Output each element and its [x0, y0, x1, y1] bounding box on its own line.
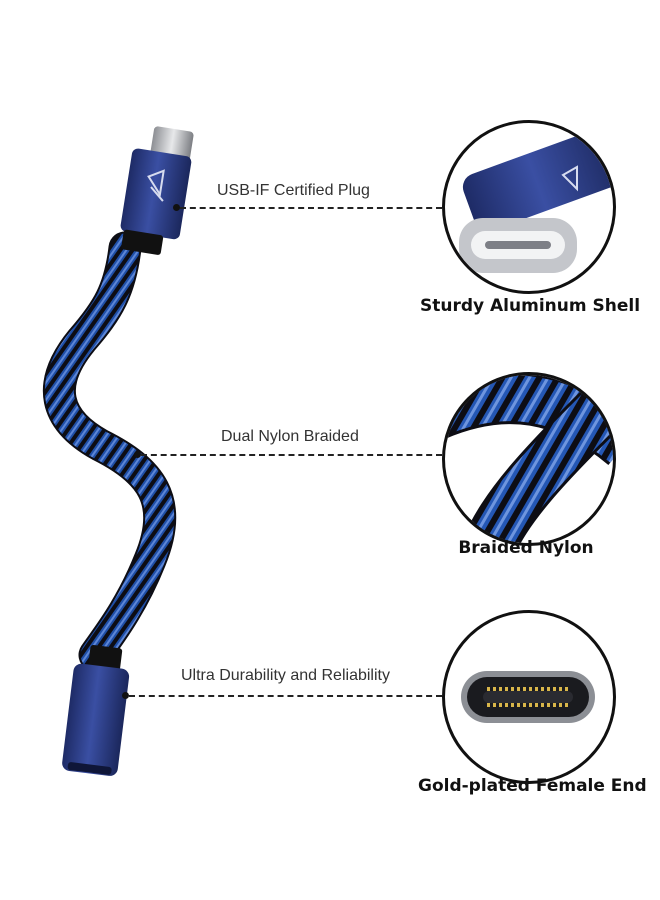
- caption-gold-plated-female-end: Gold-plated Female End: [418, 776, 647, 796]
- usb-c-male-plug-closeup: [442, 120, 616, 294]
- usb-c-female-port-closeup: [442, 610, 616, 784]
- caption-sturdy-aluminum-shell: Sturdy Aluminum Shell: [420, 296, 641, 316]
- callout-dot-2: [134, 451, 141, 458]
- callout-label-dual-nylon: Dual Nylon Braided: [221, 428, 359, 445]
- usb-c-female-port-image: [461, 671, 595, 723]
- callout-dot-3: [122, 692, 129, 699]
- callout-dot-1: [173, 204, 180, 211]
- caption-braided-nylon: Braided Nylon: [458, 538, 594, 558]
- gold-pins: [487, 687, 568, 707]
- callout-line-3: [129, 695, 442, 697]
- braided-nylon-image: [445, 375, 613, 543]
- braided-nylon-closeup: [442, 372, 616, 546]
- callout-label-durability: Ultra Durability and Reliability: [181, 667, 390, 684]
- callout-label-usb-if: USB-IF Certified Plug: [217, 182, 370, 199]
- callout-line-2: [141, 454, 442, 456]
- callout-line-1: [180, 207, 442, 209]
- usb-c-male-plug-image: [459, 127, 613, 273]
